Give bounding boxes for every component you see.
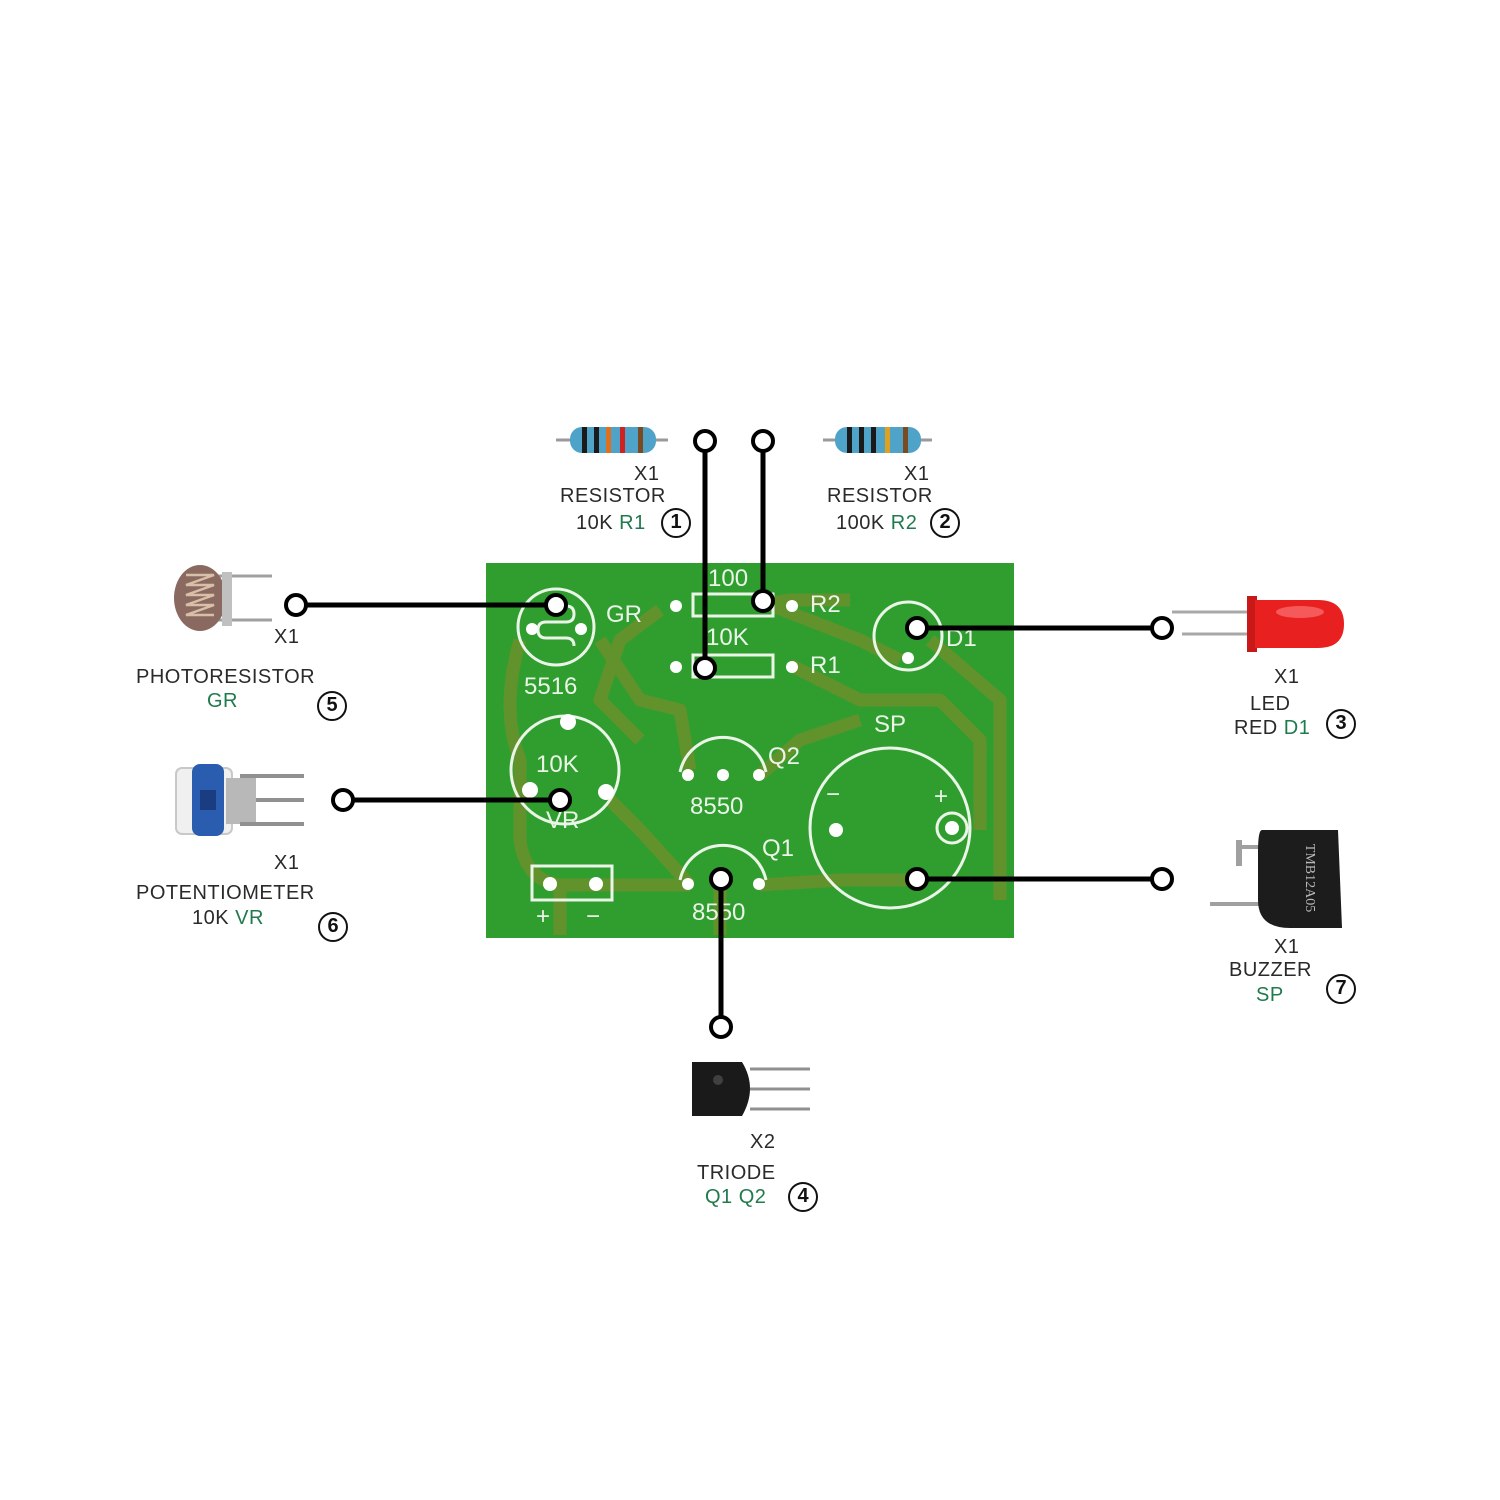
pcb-q2-footprint bbox=[678, 735, 768, 781]
pcb-d1-footprint bbox=[872, 600, 944, 672]
resistor-r2-qty: X1 bbox=[904, 463, 930, 485]
leader-r1-start-dot bbox=[693, 429, 717, 453]
buzzer-ref: SP bbox=[1256, 984, 1284, 1006]
pcb-sp-ref: SP bbox=[874, 711, 906, 738]
resistor-r1-value-row: 10K R1 bbox=[576, 512, 646, 534]
leader-r2-start-dot bbox=[751, 429, 775, 453]
buzzer-image: TMB12A05 bbox=[1210, 830, 1342, 928]
buzzer-name: BUZZER bbox=[1229, 959, 1312, 981]
leader-photoresistor-start-dot bbox=[284, 593, 308, 617]
led-red-image bbox=[1172, 596, 1344, 652]
resistor-r1-qty: X1 bbox=[634, 463, 660, 485]
photoresistor-ref: GR bbox=[207, 690, 238, 712]
pcb-q1-ref: Q1 bbox=[762, 835, 794, 862]
photoresistor-name: PHOTORESISTOR bbox=[136, 666, 316, 688]
led-qty: X1 bbox=[1274, 666, 1300, 688]
badge-3: 3 bbox=[1326, 709, 1356, 739]
potentiometer-value-row: 10K VR bbox=[192, 907, 264, 929]
photoresistor-image bbox=[174, 565, 272, 631]
leader-led-start-dot bbox=[905, 616, 929, 640]
leader-led-end-dot bbox=[1150, 616, 1174, 640]
pcb-r2-value: 100 bbox=[708, 565, 748, 592]
potentiometer-ref: VR bbox=[235, 907, 264, 929]
buzzer-qty: X1 bbox=[1274, 936, 1300, 958]
pcb-board: GR 5516 100 R2 10K R1 D1 bbox=[486, 563, 1014, 938]
potentiometer-name: POTENTIOMETER bbox=[136, 882, 315, 904]
potentiometer-image bbox=[175, 764, 304, 836]
leader-triode-start-dot bbox=[709, 867, 733, 891]
leader-buzzer-start-dot bbox=[905, 867, 929, 891]
potentiometer-qty: X1 bbox=[274, 852, 300, 874]
resistor-r1-ref: R1 bbox=[619, 512, 646, 534]
pcb-r1-ref: R1 bbox=[810, 652, 841, 679]
led-value: RED bbox=[1234, 717, 1278, 739]
pcb-vr-footprint bbox=[509, 714, 621, 826]
pcb-gr-part: 5516 bbox=[524, 673, 577, 700]
pcb-sp-plus: + bbox=[934, 783, 948, 810]
resistor-r1-name: RESISTOR bbox=[560, 485, 666, 507]
triode-image bbox=[692, 1062, 810, 1116]
pcb-gr-label: GR bbox=[606, 601, 642, 628]
leader-potentiometer-start-dot bbox=[331, 788, 355, 812]
leader-potentiometer-end-dot bbox=[548, 788, 572, 812]
photoresistor-qty: X1 bbox=[274, 626, 300, 648]
resistor-r2-name: RESISTOR bbox=[827, 485, 933, 507]
resistor-r2-ref: R2 bbox=[890, 512, 918, 534]
leader-photoresistor-end-dot bbox=[544, 593, 568, 617]
pcb-power-minus: − bbox=[586, 903, 600, 930]
resistor-r2-value: 100K bbox=[836, 512, 885, 534]
pcb-q1-footprint bbox=[678, 843, 768, 890]
resistor-100k-image bbox=[823, 427, 932, 453]
pcb-r1-value: 10K bbox=[706, 624, 749, 651]
pcb-q2-part: 8550 bbox=[690, 793, 743, 820]
pcb-r2-ref: R2 bbox=[810, 591, 841, 618]
badge-7: 7 bbox=[1326, 974, 1356, 1004]
leader-buzzer-end-dot bbox=[1150, 867, 1174, 891]
pcb-q2-ref: Q2 bbox=[768, 743, 800, 770]
badge-6: 6 bbox=[318, 912, 348, 942]
pcb-gr-footprint bbox=[516, 587, 596, 667]
leader-r2-end-dot bbox=[751, 589, 775, 613]
badge-2: 2 bbox=[930, 508, 960, 538]
potentiometer-value: 10K bbox=[192, 907, 230, 929]
resistor-r2-value-row: 100K R2 bbox=[836, 512, 917, 534]
resistor-r1-value: 10K bbox=[576, 512, 614, 534]
leader-lines bbox=[284, 429, 1174, 1039]
badge-1: 1 bbox=[661, 508, 691, 538]
led-value-row: RED D1 bbox=[1234, 717, 1310, 739]
pcb-power-header bbox=[530, 864, 614, 902]
badge-5: 5 bbox=[317, 691, 347, 721]
triode-ref: Q1 Q2 bbox=[705, 1186, 767, 1208]
triode-qty: X2 bbox=[750, 1131, 776, 1153]
pcb-sp-footprint bbox=[808, 746, 972, 910]
pcb-vr-value: 10K bbox=[536, 751, 579, 778]
leader-triode-end-dot bbox=[709, 1015, 733, 1039]
led-name: LED bbox=[1250, 693, 1291, 715]
triode-name: TRIODE bbox=[697, 1162, 776, 1184]
pcb-power-plus: + bbox=[536, 903, 550, 930]
buzzer-marking: TMB12A05 bbox=[1302, 844, 1317, 912]
led-ref: D1 bbox=[1283, 717, 1311, 739]
pcb-sp-minus: − bbox=[826, 781, 840, 808]
leader-r1-end-dot bbox=[693, 656, 717, 680]
resistor-10k-image bbox=[556, 427, 668, 453]
pcb-r1-footprint bbox=[670, 653, 798, 679]
badge-4: 4 bbox=[788, 1182, 818, 1212]
